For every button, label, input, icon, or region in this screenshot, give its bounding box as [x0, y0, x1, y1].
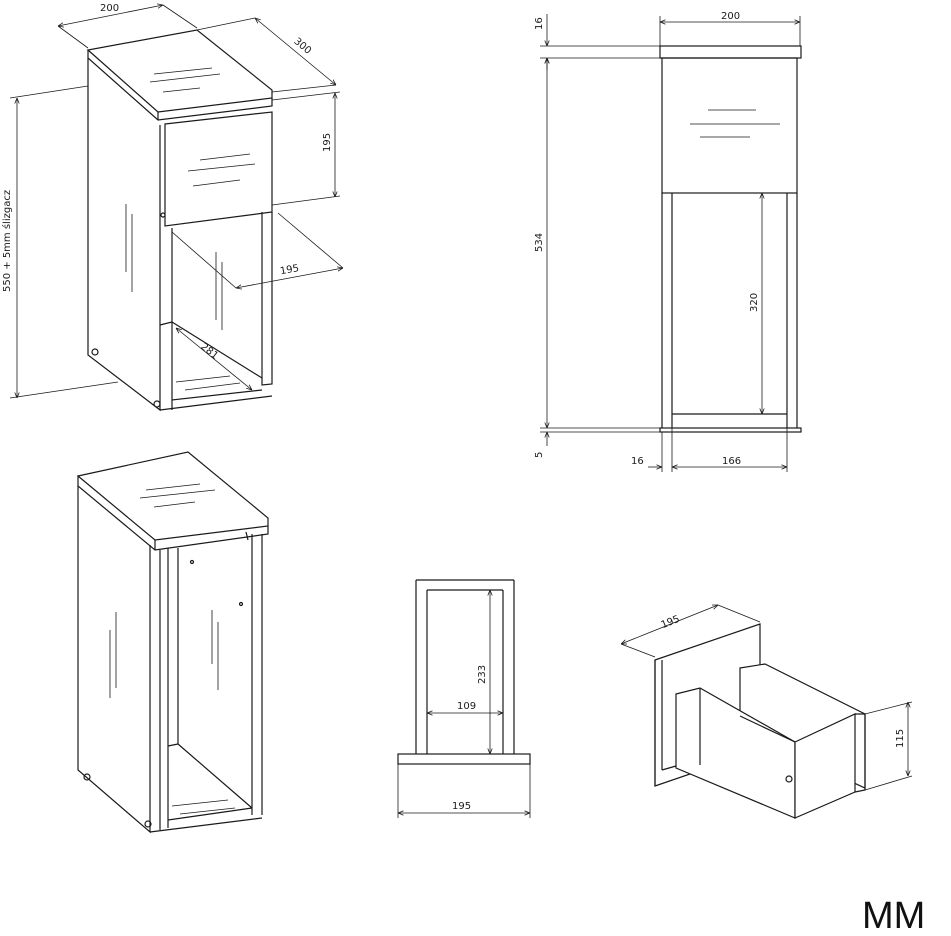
front-dimensions: 200 16 534 5 320 16 166 [534, 11, 801, 472]
dim-drawer-195: 195 [452, 801, 471, 812]
dim-top-16: 16 [534, 17, 545, 30]
iso-cabinet-view [86, 29, 273, 412]
dim-side-16: 16 [631, 456, 644, 467]
dim-front-200: 200 [721, 11, 740, 22]
unit-label: MM [862, 895, 925, 936]
dim-drawer-109: 109 [457, 701, 476, 712]
dim-depth-300: 300 [291, 36, 313, 57]
dim-drawer-195: 195 [322, 133, 333, 152]
dim-drawer-iso-115: 115 [895, 729, 906, 748]
drawer-front-dimensions: 233 109 195 [397, 590, 531, 818]
dim-front-534: 534 [534, 233, 545, 252]
front-elevation-view [659, 45, 802, 433]
iso-cabinet-empty-view [76, 451, 269, 834]
dim-drawer-233: 233 [477, 665, 488, 684]
dim-inner-281: 281 [198, 341, 220, 361]
drawer-iso-view [654, 623, 866, 819]
drawer-front-view [397, 579, 531, 765]
dim-slide-5: 5 [534, 452, 545, 458]
iso-dimensions: 200 300 550 + 5mm ślizgacz 195 195 281 [1, 3, 343, 399]
dim-width-200: 200 [100, 3, 119, 14]
dim-height-550: 550 + 5mm ślizgacz [1, 190, 13, 292]
dim-drawer-iso-195: 195 [660, 614, 682, 631]
dim-opening-320: 320 [749, 293, 760, 312]
dim-inner-166: 166 [722, 456, 741, 467]
dim-inner-195: 195 [279, 263, 300, 277]
